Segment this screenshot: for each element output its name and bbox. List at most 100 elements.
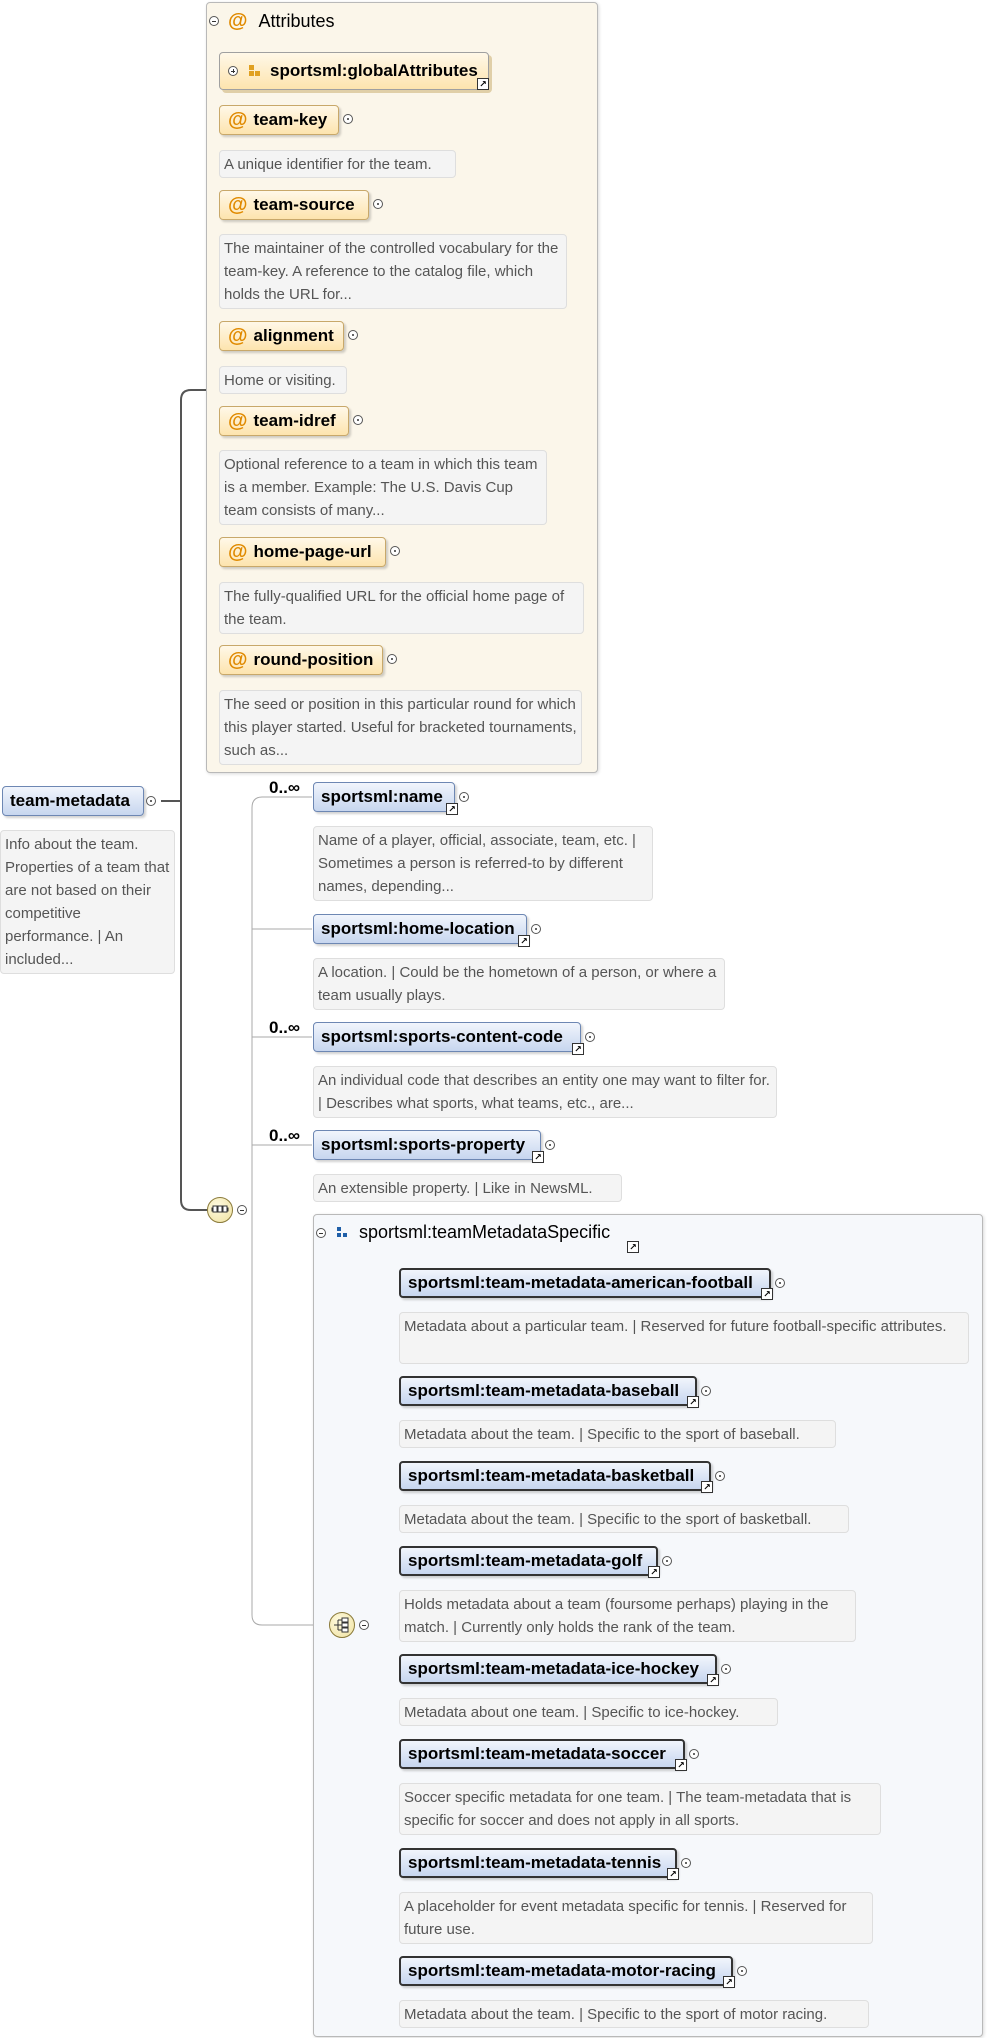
sequence-compositor-icon[interactable]	[207, 1197, 233, 1223]
optional-icon	[721, 1664, 731, 1674]
optional-icon	[348, 330, 358, 340]
choice-tennis[interactable]: sportsml:team-metadata-tennis ↗	[399, 1848, 679, 1880]
optional-icon	[775, 1278, 785, 1288]
optional-icon	[662, 1556, 672, 1566]
choice-basketball[interactable]: sportsml:team-metadata-basketball ↗	[399, 1461, 713, 1493]
element-description: An individual code that describes an ent…	[313, 1066, 777, 1118]
choice-golf[interactable]: sportsml:team-metadata-golf ↗	[399, 1546, 660, 1578]
optional-icon	[737, 1966, 747, 1976]
attribute-label: team-source	[253, 195, 355, 214]
at-sign-icon: @	[228, 324, 248, 347]
cardinality-label: 0..∞	[269, 1018, 301, 1037]
optional-icon	[701, 1386, 711, 1396]
choice-soccer[interactable]: sportsml:team-metadata-soccer ↗	[399, 1739, 687, 1771]
attribute-description: Optional reference to a team in which th…	[219, 450, 547, 525]
root-description: Info about the team. Properties of a tea…	[0, 830, 175, 974]
reference-arrow-icon: ↗	[627, 1241, 639, 1253]
element-label: sportsml:team-metadata-baseball	[408, 1381, 680, 1400]
optional-icon	[585, 1032, 595, 1042]
element-description: Metadata about one team. | Specific to i…	[399, 1698, 778, 1726]
element-sportsml-sports-property[interactable]: sportsml:sports-property ↗	[313, 1130, 544, 1163]
root-element-team-metadata[interactable]: team-metadata	[2, 786, 144, 816]
element-description: A location. | Could be the hometown of a…	[313, 958, 725, 1010]
optional-icon	[353, 415, 363, 425]
attribute-round-position[interactable]: @ round-position	[219, 645, 383, 675]
at-sign-icon: @	[228, 10, 248, 32]
model-group-icon	[337, 1226, 347, 1237]
element-label: sportsml:sports-property	[321, 1135, 526, 1154]
choice-compositor-icon[interactable]	[329, 1612, 355, 1638]
element-description: A placeholder for event metadata specifi…	[399, 1892, 873, 1944]
element-sportsml-home-location[interactable]: sportsml:home-location ↗	[313, 914, 530, 947]
attribute-label: team-idref	[253, 411, 336, 430]
reference-arrow-icon: ↗	[675, 1759, 687, 1771]
attribute-alignment[interactable]: @ alignment	[219, 321, 344, 351]
optional-icon	[681, 1858, 691, 1868]
optional-icon	[531, 924, 541, 934]
optional-icon	[387, 654, 397, 664]
element-label: sportsml:team-metadata-golf	[408, 1551, 643, 1570]
reference-arrow-icon: ↗	[648, 1566, 660, 1578]
element-label: sportsml:team-metadata-basketball	[408, 1466, 695, 1485]
attributes-collapse-icon[interactable]	[209, 16, 219, 26]
group-collapse-icon[interactable]	[316, 1228, 326, 1238]
root-element-label: team-metadata	[10, 791, 130, 810]
reference-arrow-icon: ↗	[667, 1868, 679, 1880]
at-sign-icon: @	[228, 409, 248, 432]
group-title-label: sportsml:teamMetadataSpecific	[359, 1222, 611, 1242]
element-description: An extensible property. | Like in NewsML…	[313, 1174, 622, 1202]
group-panel-title: sportsml:teamMetadataSpecific	[336, 1222, 610, 1243]
choice-ice-hockey[interactable]: sportsml:team-metadata-ice-hockey ↗	[399, 1654, 719, 1686]
element-description: Holds metadata about a team (foursome pe…	[399, 1590, 856, 1642]
element-label: sportsml:team-metadata-soccer	[408, 1744, 666, 1763]
reference-arrow-icon: ↗	[723, 1976, 735, 1988]
attribute-team-key[interactable]: @ team-key	[219, 105, 339, 135]
sequence-collapse-icon[interactable]	[237, 1205, 247, 1215]
element-label: sportsml:team-metadata-tennis	[408, 1853, 662, 1872]
choice-motor-racing[interactable]: sportsml:team-metadata-motor-racing ↗	[399, 1956, 735, 1988]
attribute-description: The seed or position in this particular …	[219, 690, 582, 765]
element-description: Metadata about the team. | Specific to t…	[399, 2000, 869, 2028]
element-label: sportsml:team-metadata-american-football	[408, 1273, 753, 1292]
global-attributes-label: sportsml:globalAttributes	[270, 61, 478, 80]
at-sign-icon: @	[228, 108, 248, 131]
attribute-group-icon	[249, 65, 260, 76]
element-description: Soccer specific metadata for one team. |…	[399, 1783, 881, 1835]
attribute-description: The maintainer of the controlled vocabul…	[219, 234, 567, 309]
optional-icon	[689, 1749, 699, 1759]
element-description: Name of a player, official, associate, t…	[313, 826, 653, 901]
element-label: sportsml:team-metadata-ice-hockey	[408, 1659, 699, 1678]
choice-baseball[interactable]: sportsml:team-metadata-baseball ↗	[399, 1376, 699, 1408]
attribute-label: alignment	[253, 326, 334, 345]
attribute-label: round-position	[253, 650, 374, 669]
element-description: Metadata about the team. | Specific to t…	[399, 1505, 849, 1533]
reference-arrow-icon: ↗	[572, 1043, 584, 1055]
choice-american-football[interactable]: sportsml:team-metadata-american-football…	[399, 1268, 773, 1300]
attribute-team-idref[interactable]: @ team-idref	[219, 406, 349, 436]
element-label: sportsml:sports-content-code	[321, 1027, 563, 1046]
element-sportsml-name[interactable]: sportsml:name ↗	[313, 782, 458, 815]
global-attributes-group[interactable]: sportsml:globalAttributes ↗	[219, 52, 489, 90]
element-sportsml-sports-content-code[interactable]: sportsml:sports-content-code ↗	[313, 1022, 584, 1055]
element-label: sportsml:name	[321, 787, 443, 806]
cardinality-label: 0..∞	[269, 778, 301, 797]
reference-arrow-icon: ↗	[761, 1288, 773, 1300]
element-label: sportsml:home-location	[321, 919, 515, 938]
reference-arrow-icon: ↗	[518, 935, 530, 947]
reference-arrow-icon: ↗	[701, 1481, 713, 1493]
expand-icon[interactable]	[228, 66, 238, 76]
attribute-label: home-page-url	[253, 542, 372, 561]
optional-icon	[373, 199, 383, 209]
choice-collapse-icon[interactable]	[359, 1620, 369, 1630]
attributes-panel-title: @ Attributes	[228, 10, 335, 33]
reference-arrow-icon: ↗	[477, 78, 489, 90]
root-expand-icon[interactable]	[146, 796, 156, 806]
attribute-home-page-url[interactable]: @ home-page-url	[219, 537, 386, 567]
attribute-description: The fully-qualified URL for the official…	[219, 582, 584, 634]
attribute-team-source[interactable]: @ team-source	[219, 190, 369, 220]
element-description: Metadata about the team. | Specific to t…	[399, 1420, 836, 1448]
attribute-description: A unique identifier for the team.	[219, 150, 456, 178]
attribute-description: Home or visiting.	[219, 366, 347, 394]
attributes-title-label: Attributes	[258, 11, 335, 31]
element-description: Metadata about a particular team. | Rese…	[399, 1312, 969, 1364]
